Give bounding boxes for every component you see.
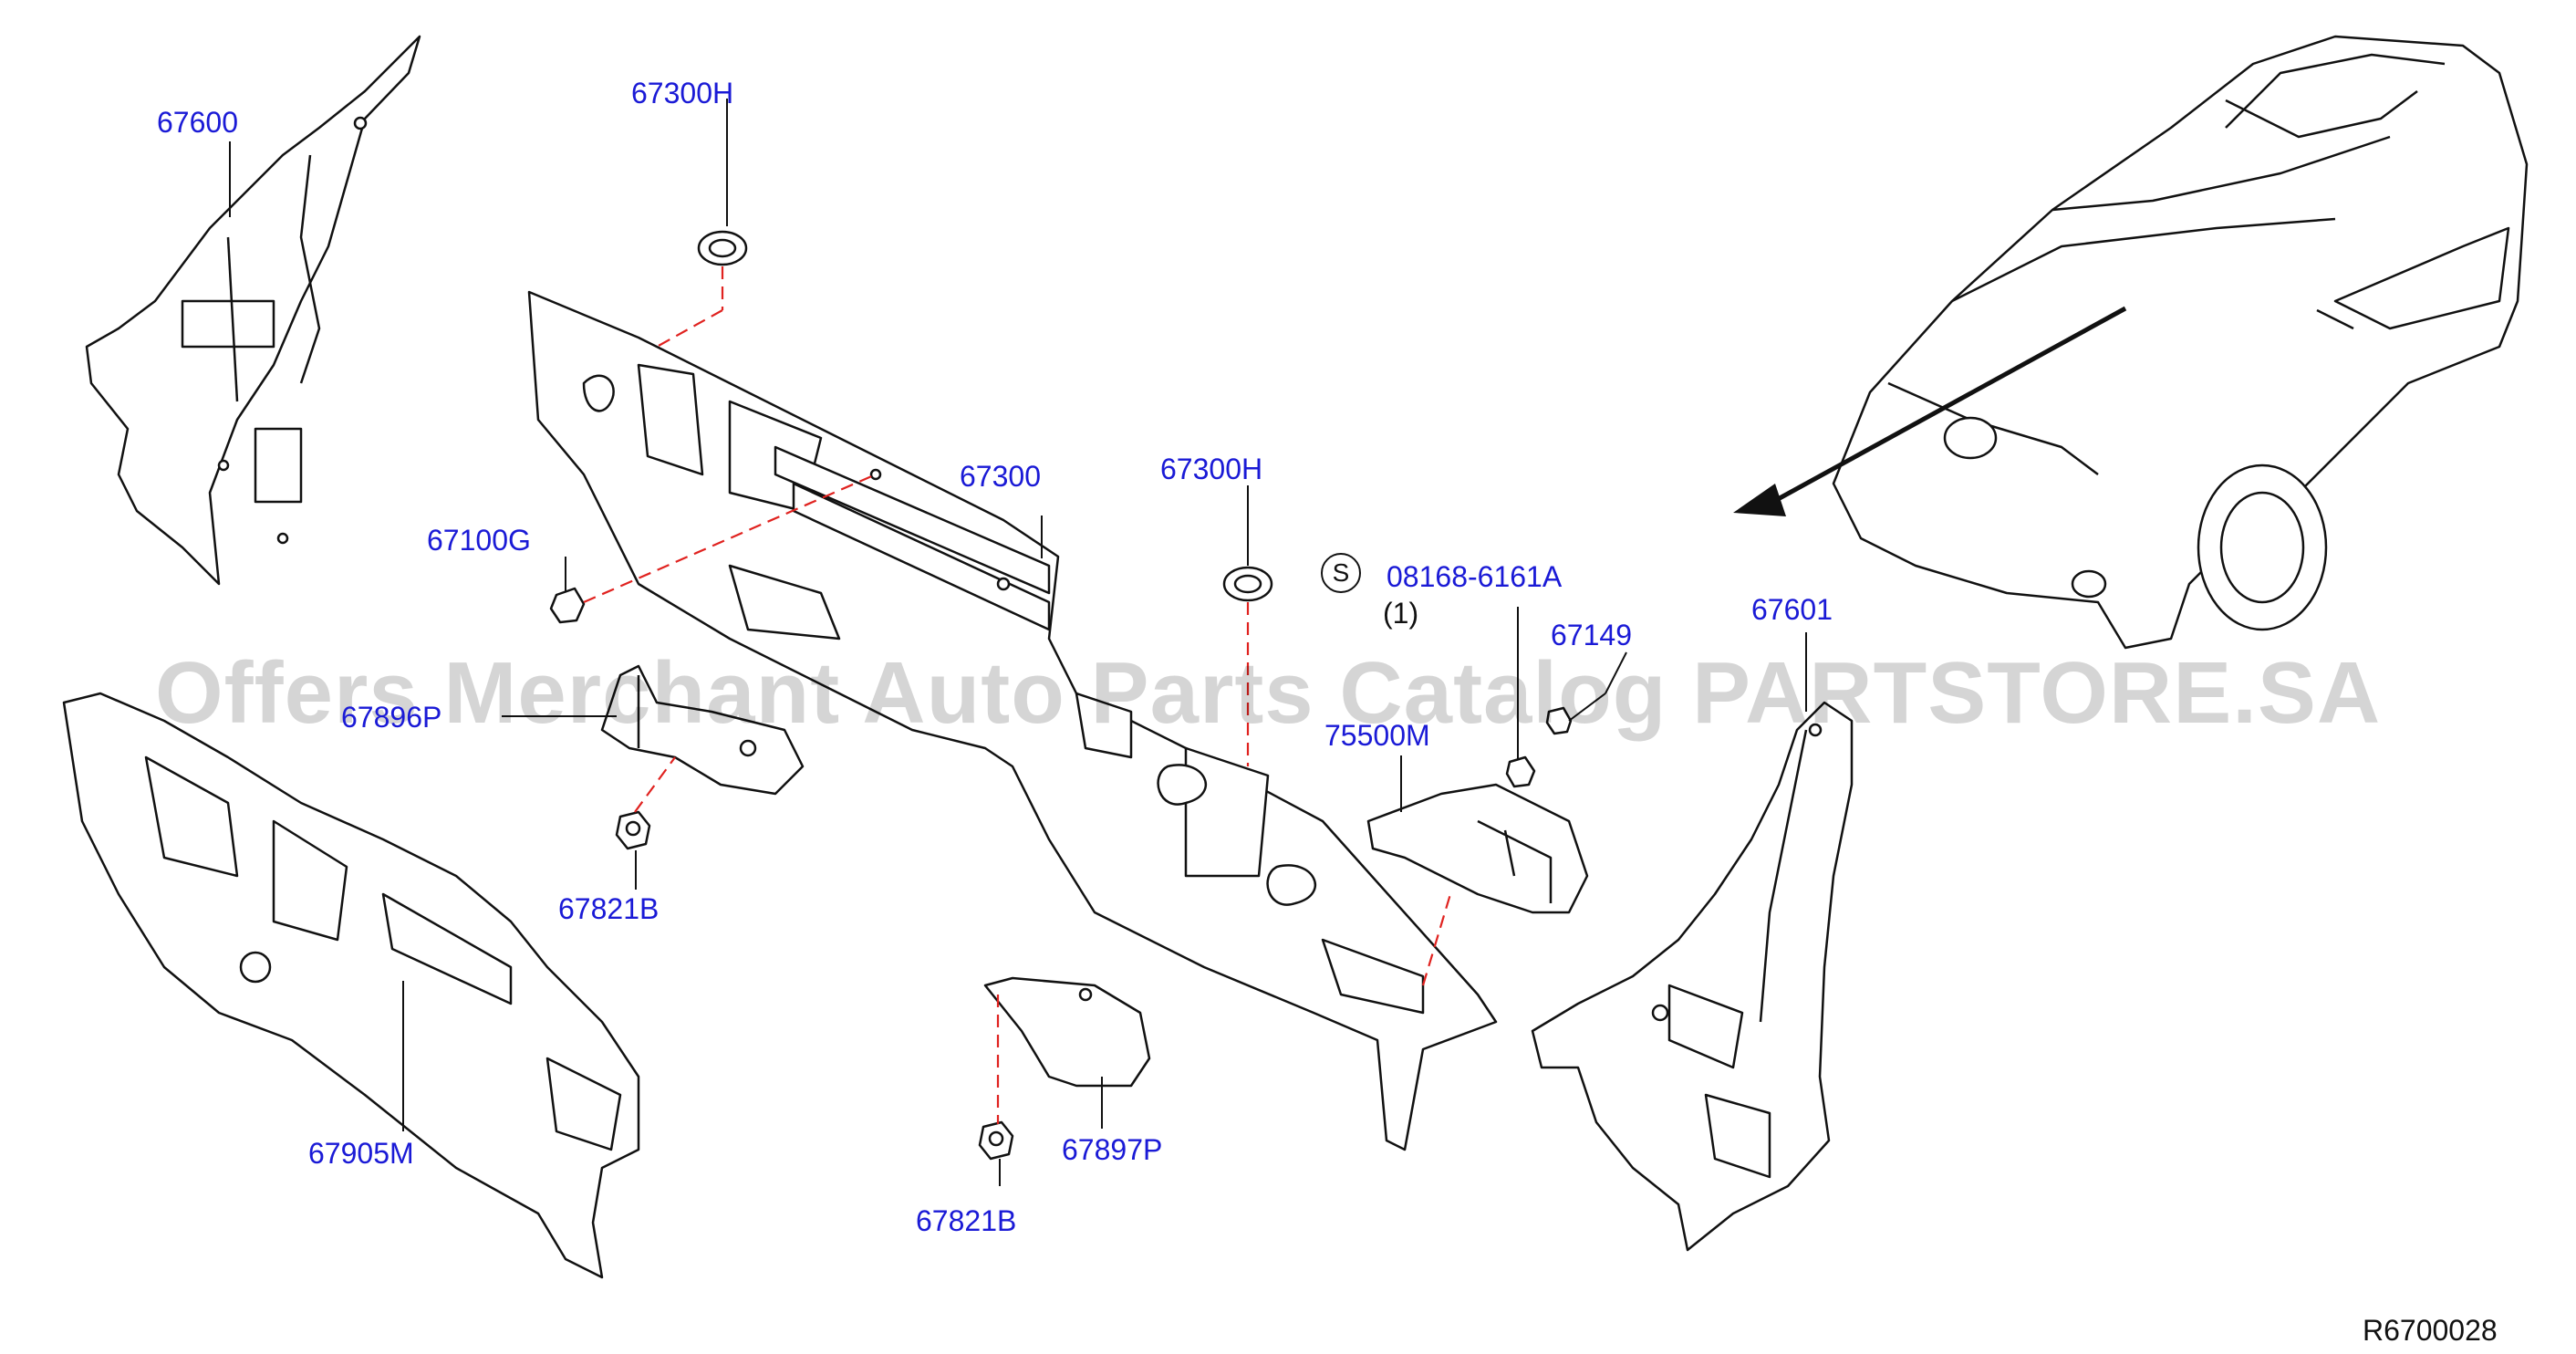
part-67600-side-panel xyxy=(85,35,421,586)
label-67601[interactable]: 67601 xyxy=(1751,593,1833,626)
label-75500M[interactable]: 75500M xyxy=(1324,719,1430,752)
part-08168-6161A-bolt xyxy=(1505,755,1536,788)
part-67905M-insulator xyxy=(62,692,640,1279)
part-67100G-clip xyxy=(549,587,586,624)
part-67149-clip xyxy=(1545,706,1573,735)
part-67601-side-panel xyxy=(1531,701,1854,1252)
label-08168-6161A[interactable]: 08168-6161A xyxy=(1387,560,1563,593)
label-67300H-top[interactable]: 67300H xyxy=(631,77,734,109)
part-67897P-bracket xyxy=(983,976,1151,1088)
part-75500M-cover xyxy=(1366,783,1589,914)
diagram-code: R6700028 xyxy=(2363,1314,2498,1347)
label-67600[interactable]: 67600 xyxy=(157,106,238,139)
direction-arrow xyxy=(1733,306,2127,516)
label-67821B-bottom[interactable]: 67821B xyxy=(916,1204,1017,1237)
part-67300H-grommet-mid xyxy=(1222,566,1273,602)
watermark-text: Offers Merchant Auto Parts Catalog PARTS… xyxy=(155,644,2382,742)
part-67821B-nut-bottom xyxy=(978,1120,1014,1161)
leader-lines xyxy=(229,99,1807,1186)
label-67300H-mid[interactable]: 67300H xyxy=(1160,453,1263,485)
label-67100G[interactable]: 67100G xyxy=(427,524,531,557)
part-67896P-bracket xyxy=(600,664,805,796)
part-67300-dash-panel xyxy=(527,290,1498,1151)
label-67905M[interactable]: 67905M xyxy=(308,1137,414,1170)
label-08168-quantity: (1) xyxy=(1383,597,1419,630)
label-67897P[interactable]: 67897P xyxy=(1062,1133,1163,1166)
vehicle-illustration xyxy=(1832,35,2529,650)
part-67300H-grommet-top xyxy=(697,230,748,266)
symbol-s-circle: S xyxy=(1321,553,1361,593)
label-67821B-left[interactable]: 67821B xyxy=(558,892,660,925)
label-67896P[interactable]: 67896P xyxy=(341,701,442,734)
connection-lines xyxy=(583,266,1452,1124)
label-67300[interactable]: 67300 xyxy=(960,460,1041,493)
part-67821B-nut-left xyxy=(615,810,651,850)
label-67149[interactable]: 67149 xyxy=(1551,619,1632,651)
